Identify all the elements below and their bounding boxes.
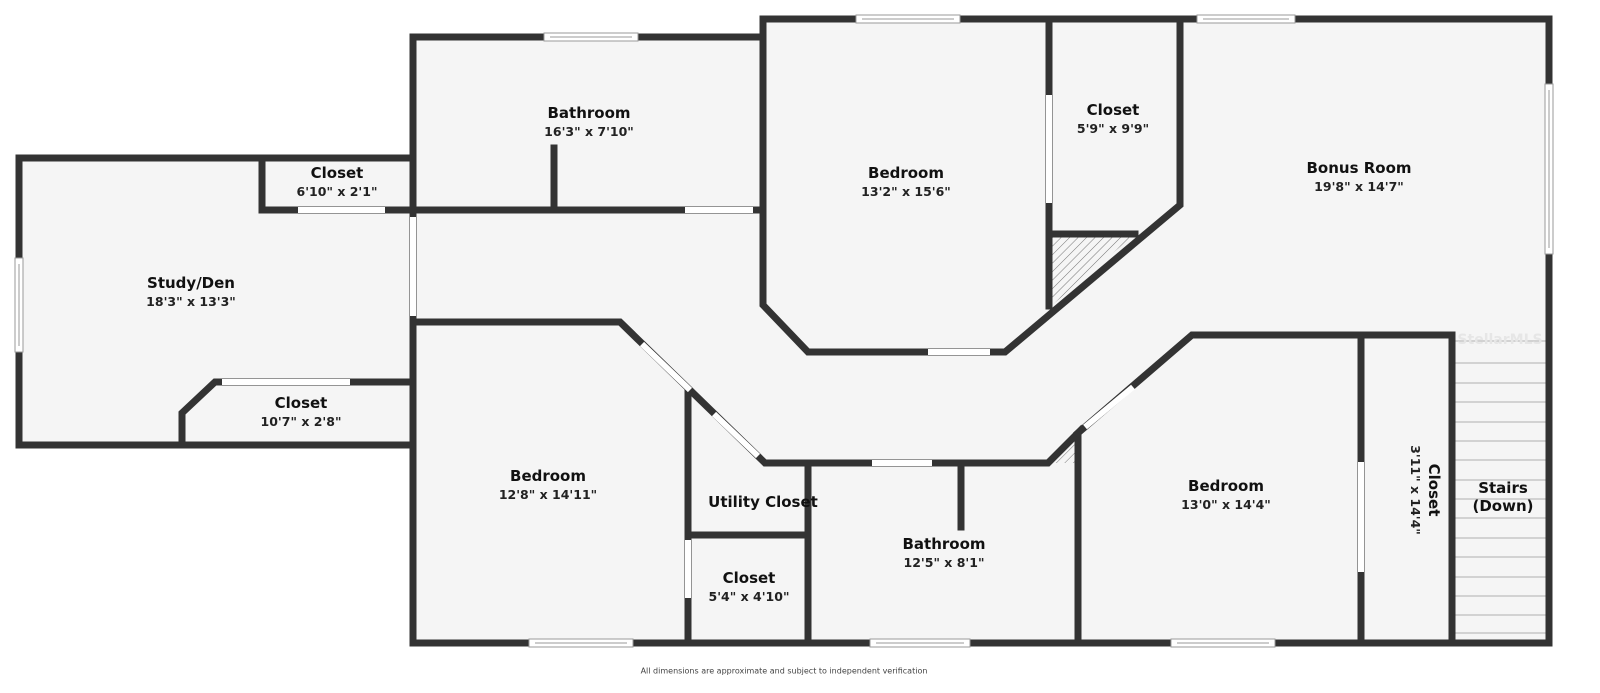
room-name-line1: Stairs [1478, 479, 1528, 497]
room-label-closet-top-center: Closet 5'9" x 9'9" [1077, 101, 1149, 137]
floor-fill [19, 19, 1549, 643]
room-name: Bedroom [510, 467, 586, 485]
watermark: StellarMLS [1457, 332, 1543, 348]
room-label-bathroom-top: Bathroom 16'3" x 7'10" [544, 104, 634, 140]
room-dimensions: 3'11" x 14'4" [1408, 445, 1423, 535]
room-label-closet-bottom-center: Closet 5'4" x 4'10" [709, 569, 790, 605]
room-dimensions: 10'7" x 2'8" [260, 414, 342, 429]
room-name: Utility Closet [708, 493, 818, 511]
stair-treads [1455, 340, 1546, 634]
room-label-closet-top-left: Closet 6'10" x 2'1" [297, 164, 378, 200]
room-name: Bathroom [902, 535, 986, 553]
room-label-stairs: Stairs (Down) [1472, 479, 1533, 515]
room-label-bedroom-bottom-right: Bedroom 13'0" x 14'4" [1181, 477, 1271, 513]
room-dimensions: 5'4" x 4'10" [708, 589, 790, 604]
room-name: Closet [274, 394, 328, 412]
room-name: Study/Den [147, 274, 235, 292]
room-name: Closet [310, 164, 364, 182]
room-dimensions: 16'3" x 7'10" [544, 124, 634, 139]
dimensions-disclaimer: All dimensions are approximate and subje… [640, 666, 928, 676]
room-name-line2: (Down) [1472, 497, 1534, 515]
windows [14, 14, 1554, 648]
room-label-bonus-room: Bonus Room 19'8" x 14'7" [1306, 159, 1411, 195]
hatched-shaft-top [1051, 234, 1135, 306]
room-label-closet-bottom-left: Closet 10'7" x 2'8" [261, 394, 342, 430]
room-dimensions: 6'10" x 2'1" [296, 184, 378, 199]
room-name: Closet [1425, 463, 1443, 517]
room-name: Closet [722, 569, 776, 587]
room-dimensions: 12'5" x 8'1" [903, 555, 985, 570]
room-dimensions: 18'3" x 13'3" [146, 294, 236, 309]
room-dimensions: 13'2" x 15'6" [861, 184, 951, 199]
room-name: Bonus Room [1306, 159, 1412, 177]
room-name: Bedroom [1188, 477, 1264, 495]
room-label-bedroom-top: Bedroom 13'2" x 15'6" [861, 164, 951, 200]
room-label-utility-closet: Utility Closet [708, 493, 818, 511]
room-dimensions: 19'8" x 14'7" [1314, 179, 1404, 194]
door-openings [222, 95, 1364, 598]
room-name: Bedroom [868, 164, 944, 182]
room-name: Closet [1086, 101, 1140, 119]
room-label-closet-right-vertical: Closet 3'11" x 14'4" [1407, 445, 1443, 535]
room-label-bathroom-bottom: Bathroom 12'5" x 8'1" [902, 535, 985, 571]
room-label-study-den: Study/Den 18'3" x 13'3" [146, 274, 236, 310]
room-label-bedroom-bottom-left: Bedroom 12'8" x 14'11" [499, 467, 597, 503]
room-dimensions: 13'0" x 14'4" [1181, 497, 1271, 512]
room-name: Bathroom [547, 104, 631, 122]
room-dimensions: 5'9" x 9'9" [1076, 121, 1150, 136]
room-dimensions: 12'8" x 14'11" [498, 487, 598, 502]
